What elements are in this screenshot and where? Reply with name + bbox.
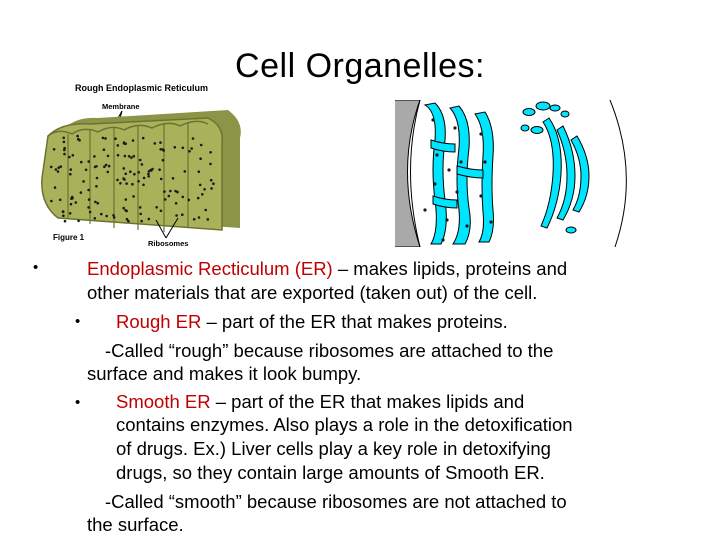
ribosomes-label: Ribosomes — [148, 239, 188, 248]
rough-er-note-line1: -Called “rough” because ribosomes are at… — [105, 340, 554, 361]
er-definition-line2: other materials that are exported (taken… — [87, 282, 538, 303]
rough-er-line: Rough ER – part of the ER that makes pro… — [116, 311, 508, 332]
bullet-symbol: • — [33, 259, 39, 276]
rough-er-term: Rough ER — [116, 311, 202, 332]
smooth-er-note-line2: the surface. — [87, 514, 184, 535]
membrane-label: Membrane — [102, 102, 140, 111]
rough-er-shape — [423, 102, 494, 245]
er-diagram — [395, 100, 627, 247]
bullet-symbol: • — [75, 394, 81, 411]
smooth-er-note-line1: -Called “smooth” because ribosomes are n… — [105, 491, 567, 512]
smooth-er-term: Smooth ER — [116, 391, 211, 412]
smooth-er-line1: Smooth ER – part of the ER that makes li… — [116, 391, 525, 412]
er-membrane-stack — [41, 110, 241, 232]
bullet-symbol: • — [75, 313, 81, 330]
slide-title: Cell Organelles: — [235, 47, 485, 85]
smooth-er-line4: drugs, so they contain large amounts of … — [116, 462, 545, 483]
er-definition-line1: Endoplasmic Recticulum (ER) – makes lipi… — [87, 258, 568, 279]
smooth-er-shape — [520, 101, 590, 234]
figure-title-label: Rough Endoplasmic Reticulum — [75, 83, 208, 93]
rough-er-note-line2: surface and makes it look bumpy. — [87, 363, 362, 384]
smooth-er-line3: of drugs. Ex.) Liver cells play a key ro… — [116, 438, 551, 459]
er-term: Endoplasmic Recticulum (ER) — [87, 258, 333, 279]
rough-er-illustration: Rough Endoplasmic Reticulum Membrane Rib… — [41, 83, 241, 248]
figure-number-label: Figure 1 — [53, 233, 85, 242]
smooth-er-line2: contains enzymes. Also plays a role in t… — [116, 414, 573, 435]
